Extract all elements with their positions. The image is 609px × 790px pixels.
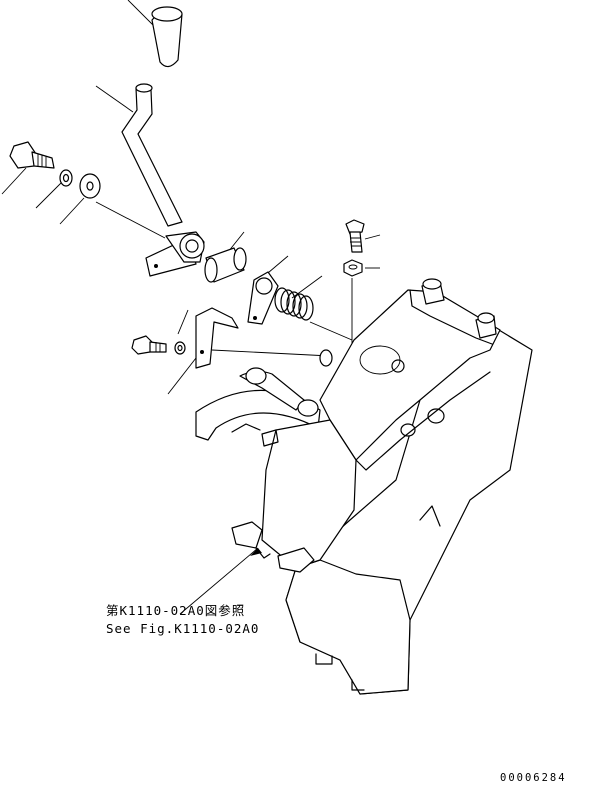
reference-label-japanese: 第K1110-02A0図参照	[106, 603, 246, 618]
frame	[195, 278, 533, 695]
bolt-top-left	[9, 141, 55, 169]
lever-grip	[151, 6, 183, 68]
bolt-right	[345, 219, 365, 253]
lever	[121, 83, 205, 277]
washer-small	[59, 169, 73, 187]
bracket	[195, 307, 239, 369]
reference-arrow	[250, 548, 262, 556]
drawing-number: 00006284	[500, 772, 567, 784]
washer-middle	[174, 341, 186, 355]
reference-label-english: See Fig.K1110-02A0	[106, 621, 260, 636]
link-plate	[247, 271, 279, 325]
spring	[274, 287, 314, 321]
pin	[204, 247, 247, 283]
washer-large	[79, 173, 101, 199]
leader-lines	[1, 0, 381, 615]
nut-right	[343, 259, 363, 277]
bolt-middle	[131, 335, 167, 355]
